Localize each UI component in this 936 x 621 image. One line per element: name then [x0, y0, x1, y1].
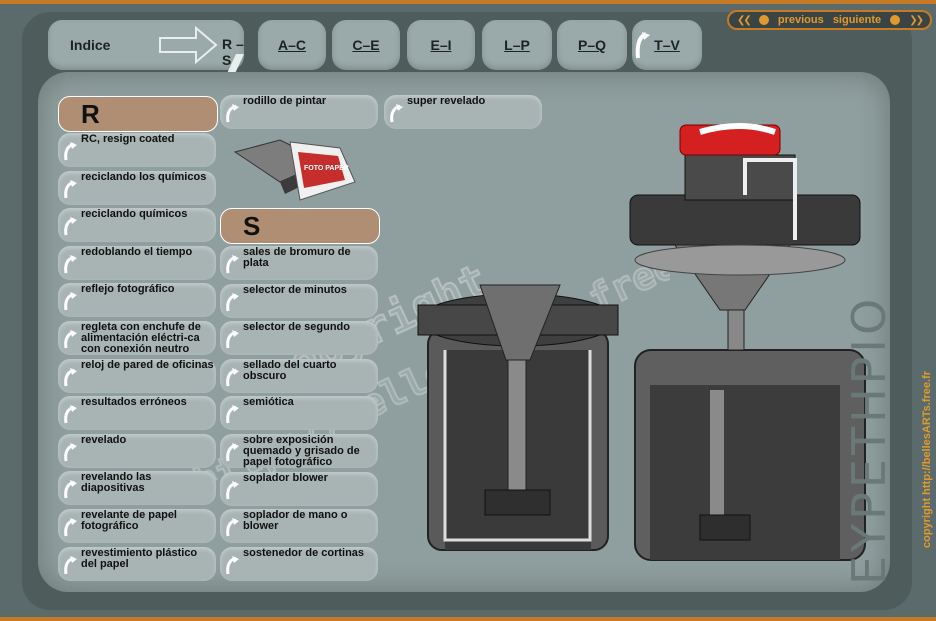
- double-chevron-right-icon: ❯❯: [909, 14, 924, 26]
- svg-text:copyright http://bellesARTs.fr: copyright http://bellesARTs.free.fr: [921, 370, 933, 548]
- list-item[interactable]: sostenedor de cortinas: [220, 546, 378, 581]
- hook-arrow-icon: [226, 255, 239, 274]
- hook-arrow-icon: [226, 292, 239, 311]
- top-accent-line: [0, 0, 936, 4]
- tab-a-c[interactable]: A–C: [258, 20, 326, 70]
- next-link[interactable]: siguiente: [832, 14, 882, 26]
- list-item[interactable]: super revelado: [384, 95, 542, 129]
- bottom-accent-line: [0, 617, 936, 621]
- vertical-brand-title: EYPETHPIO: [842, 295, 896, 585]
- hook-arrow-icon: [64, 480, 77, 499]
- hook-arrow-icon: [64, 254, 77, 274]
- list-item[interactable]: revelado: [58, 433, 216, 468]
- list-item[interactable]: semiótica: [220, 396, 378, 431]
- tab-t-v[interactable]: T–V: [632, 20, 702, 70]
- hook-arrow-icon: [64, 292, 77, 311]
- hook-arrow-icon: [64, 179, 77, 198]
- list-item[interactable]: rodillo de pintar: [220, 95, 378, 129]
- hook-arrow-icon: [226, 555, 239, 575]
- list-item[interactable]: reloj de pared de oficinas: [58, 358, 216, 393]
- hook-arrow-icon: [64, 142, 77, 161]
- list-item[interactable]: reciclando químicos: [58, 208, 216, 243]
- list-item[interactable]: selector de segundo: [220, 321, 378, 356]
- list-item[interactable]: soplador de mano o blower: [220, 509, 378, 544]
- hook-arrow-icon: [64, 367, 77, 386]
- tab-c-e[interactable]: C–E: [332, 20, 400, 70]
- photo-paper-box-image: FOTO PAPER: [233, 139, 356, 201]
- hook-arrow-icon: [226, 367, 239, 387]
- hook-arrow-icon: [226, 480, 239, 499]
- hook-arrow-icon: [64, 330, 77, 349]
- tab-p-q[interactable]: P–Q: [557, 20, 627, 70]
- hook-arrow-icon: [226, 104, 239, 123]
- hook-arrow-icon: [64, 518, 77, 537]
- orange-dot-icon: [890, 15, 901, 25]
- list-item[interactable]: sales de bromuro de plata: [220, 246, 378, 280]
- list-item[interactable]: RC, resign coated: [58, 133, 216, 167]
- list-item[interactable]: redoblando el tiempo: [58, 245, 216, 280]
- tab-l-p[interactable]: L–P: [482, 20, 552, 70]
- prev-next-bar: ❮❮ previous siguiente ❯❯: [727, 10, 932, 30]
- hook-arrow-icon: [64, 217, 77, 236]
- hook-arrow-icon: [226, 405, 239, 424]
- list-item[interactable]: sobre exposición quemado y grisado de pa…: [220, 434, 378, 468]
- list-item[interactable]: regleta con enchufe de alimentación eléc…: [58, 321, 216, 355]
- index-label: Indice: [70, 37, 111, 53]
- hook-arrow-icon: [226, 443, 239, 462]
- double-chevron-left-icon: ❮❮: [737, 14, 752, 26]
- hook-arrow-icon: [226, 518, 239, 537]
- list-item[interactable]: reflejo fotográfico: [58, 283, 216, 318]
- previous-link[interactable]: previous: [777, 14, 824, 26]
- hook-arrow-icon: [635, 32, 650, 59]
- section-header-r: R: [58, 96, 218, 132]
- list-item[interactable]: reciclando los químicos: [58, 170, 216, 205]
- list-item[interactable]: revestimiento plástico del papel: [58, 546, 216, 581]
- list-item[interactable]: revelando las diapositivas: [58, 471, 216, 506]
- orange-dot-icon: [758, 15, 769, 25]
- tab-e-i[interactable]: E–I: [407, 20, 475, 70]
- svg-text:FOTO PAPER: FOTO PAPER: [304, 165, 349, 172]
- list-item[interactable]: resultados erróneos: [58, 396, 216, 431]
- list-item[interactable]: sellado del cuarto obscuro: [220, 358, 378, 393]
- hook-arrow-icon: [64, 442, 77, 462]
- list-item[interactable]: selector de minutos: [220, 283, 378, 318]
- list-item[interactable]: soplador blower: [220, 471, 378, 506]
- current-range: R – S: [222, 36, 244, 68]
- developing-tank-image: [417, 123, 866, 561]
- hook-arrow-icon: [64, 405, 77, 424]
- arrow-right-icon: [159, 26, 218, 64]
- tab-index[interactable]: Indice R – S: [48, 20, 244, 70]
- hook-arrow-icon: [390, 104, 403, 123]
- list-item[interactable]: revelante de papel fotográfico: [58, 509, 216, 543]
- svg-text:EYPETHPIO: EYPETHPIO: [842, 295, 896, 585]
- section-header-s: S: [220, 208, 380, 244]
- hook-arrow-icon: [226, 330, 239, 349]
- hook-arrow-icon: [64, 555, 77, 574]
- copyright-vertical-text: copyright http://bellesARTs.free.fr: [921, 370, 933, 548]
